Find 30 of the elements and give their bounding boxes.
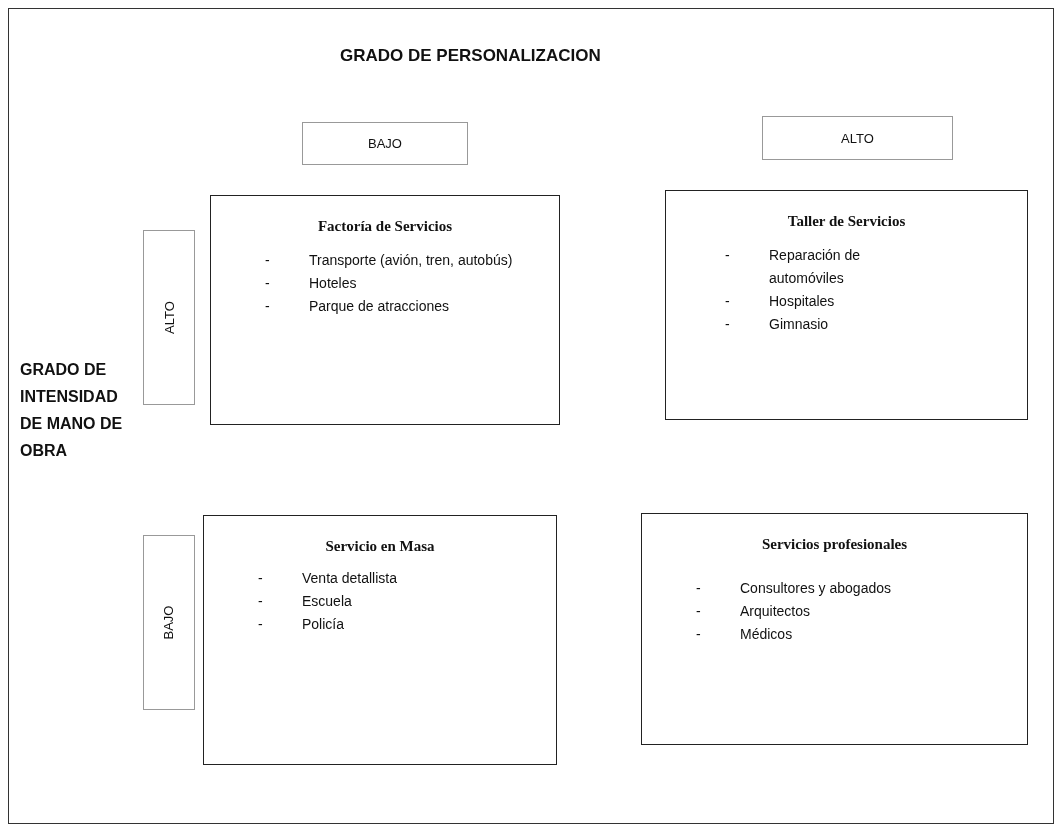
axis-level-box <box>143 535 195 710</box>
axis-level-box <box>762 116 953 160</box>
quadrant-heading: Taller de Servicios <box>786 213 907 230</box>
list-item: - Venta detallista <box>258 569 398 588</box>
list-item: - Transporte (avión, tren, autobús) <box>265 251 514 270</box>
title: GRADO DE PERSONALIZACION <box>340 46 601 66</box>
quadrant-box <box>641 513 1028 745</box>
list-item: - Consultores y abogados <box>696 579 892 598</box>
quadrant-box <box>203 515 557 765</box>
axis-level-label: BAJO <box>161 605 177 640</box>
list-item: - Médicos <box>696 625 794 644</box>
quadrant-heading: Servicios profesionales <box>760 536 909 553</box>
list-item: - Hoteles <box>265 274 358 293</box>
quadrant-heading: Factoría de Servicios <box>316 218 454 235</box>
list-item: - Hospitales <box>725 292 836 311</box>
axis-level-label: BAJO <box>368 136 402 151</box>
list-item: - Reparación de automóviles <box>725 246 862 288</box>
list-item: - Policía <box>258 615 346 634</box>
list-item: - Arquitectos <box>696 602 812 621</box>
axis-level-label: ALTO <box>841 130 874 146</box>
axis-level-box <box>302 122 468 165</box>
axis-level-label: ALTO <box>161 301 177 334</box>
quadrant-heading: Servicio en Masa <box>324 538 436 555</box>
quadrant-box <box>210 195 560 425</box>
quadrant-box <box>665 190 1028 420</box>
list-item: - Escuela <box>258 592 353 611</box>
axis-level-box <box>143 230 195 405</box>
list-item: - Parque de atracciones <box>265 297 451 316</box>
list-item: - Gimnasio <box>725 315 830 334</box>
axis-title: GRADO DE INTENSIDAD DE MANO DE OBRA <box>20 360 124 461</box>
